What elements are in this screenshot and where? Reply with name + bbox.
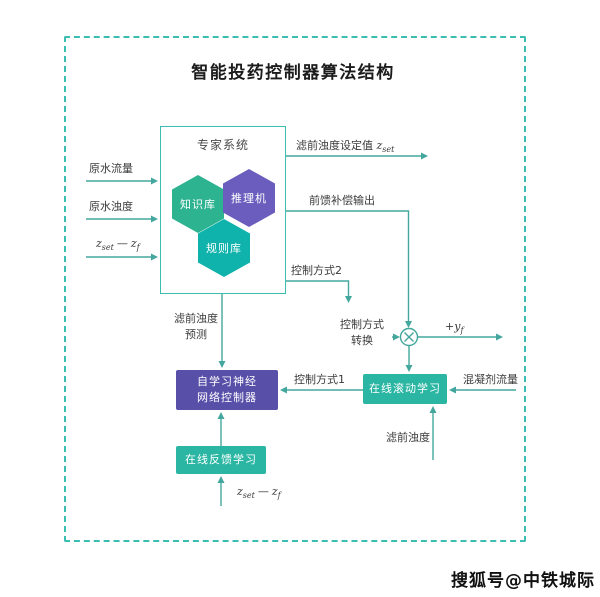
raw-water-turbidity-label: 原水浊度 <box>89 200 133 213</box>
math-z: z <box>271 485 278 498</box>
setpoint-symbol: zset <box>376 139 395 155</box>
prefilter-turbidity-label: 滤前浊度 <box>386 431 430 444</box>
prediction-line2: 预测 <box>185 327 207 341</box>
output-yf-label: +yf <box>445 320 463 338</box>
math-z: z <box>130 237 137 250</box>
setpoint-output-label: 滤前浊度设定值 zset <box>296 139 394 157</box>
math-minus: — <box>257 485 269 498</box>
feedforward-output-label: 前馈补偿输出 <box>309 194 375 207</box>
math-sub-f: f <box>136 243 140 253</box>
math-sub-set: set <box>242 491 255 501</box>
knowledge-base-hexagon: 知识库 <box>172 175 224 233</box>
nn-controller-line1: 自学习神经 <box>197 374 257 388</box>
expert-system-title: 专家系统 <box>196 138 249 152</box>
math-sub-f: f <box>277 491 281 501</box>
setpoint-text: 滤前浊度设定值 <box>296 139 373 152</box>
math-minus: — <box>116 237 128 250</box>
control-mode-1-label: 控制方式1 <box>294 373 345 386</box>
raw-water-flow-label: 原水流量 <box>89 162 133 175</box>
rule-base-label: 规则库 <box>206 242 242 255</box>
nn-controller-box: 自学习神经 网络控制器 <box>176 370 278 410</box>
mode-switch-line2: 转换 <box>351 333 373 347</box>
online-rolling-learning-box: 在线滚动学习 <box>363 374 447 404</box>
mode-switch-label: 控制方式 转换 <box>333 317 391 349</box>
math-z: z <box>237 485 243 498</box>
prefilter-prediction-label: 滤前浊度 预测 <box>170 311 222 343</box>
watermark-text: 搜狐号@中铁城际 <box>451 571 595 591</box>
math-plus-y: +y <box>445 320 461 333</box>
inference-engine-label: 推理机 <box>231 192 267 205</box>
diagram-title: 智能投药控制器算法结构 <box>191 63 395 83</box>
inference-engine-hexagon: 推理机 <box>223 169 275 227</box>
math-z: z <box>96 237 102 250</box>
coagulant-flow-label: 混凝剂流量 <box>463 373 518 386</box>
prediction-line1: 滤前浊度 <box>174 312 218 325</box>
math-sub-f: f <box>460 326 464 336</box>
math-sub-set: set <box>101 243 114 253</box>
mode-switch-line1: 控制方式 <box>340 318 384 331</box>
online-feedback-label: 在线反馈学习 <box>185 452 257 466</box>
expert-system-box: 专家系统 知识库 推理机 规则库 <box>160 126 286 294</box>
error-formula-top: zset—zf <box>96 237 140 255</box>
online-rolling-label: 在线滚动学习 <box>369 381 441 395</box>
nn-controller-line2: 网络控制器 <box>197 391 257 404</box>
knowledge-base-label: 知识库 <box>180 198 216 211</box>
dashed-border-frame <box>64 36 526 542</box>
online-feedback-learning-box: 在线反馈学习 <box>176 446 266 474</box>
control-mode-2-label: 控制方式2 <box>291 264 342 277</box>
error-formula-bottom: zset—zf <box>237 485 281 503</box>
